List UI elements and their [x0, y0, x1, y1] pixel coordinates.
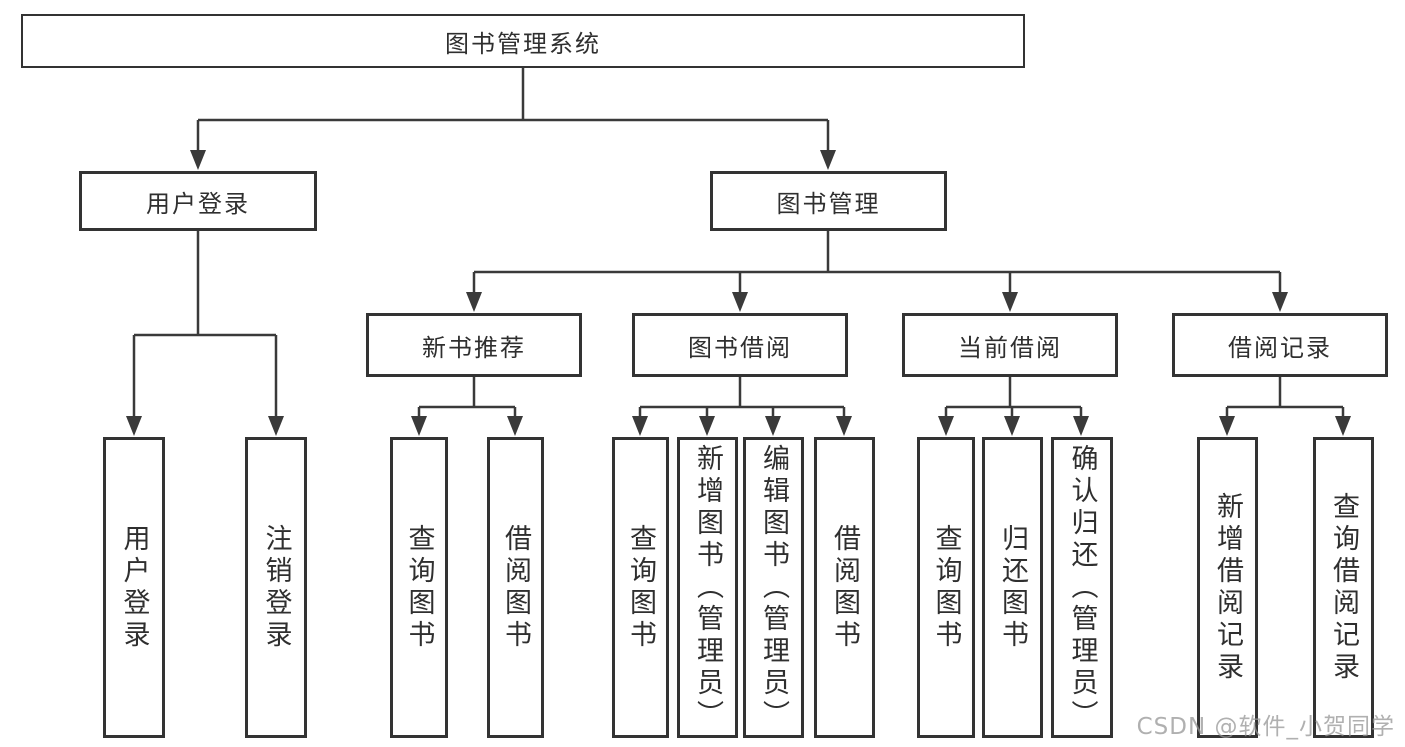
leaf-borrow-books: 借阅图书: [814, 437, 875, 738]
node-book-borrow: 图书借阅: [632, 313, 848, 377]
connector-new-book-recommend-to-leaves: [411, 377, 523, 436]
connector-user-login-to-leaves: [126, 230, 284, 436]
node-label: 图书借阅: [688, 333, 792, 362]
leaf-label: 查询借阅记录: [1328, 491, 1359, 684]
connector-book-management-to-level2: [466, 230, 1288, 312]
node-book-management: 图书管理: [710, 171, 947, 231]
csdn-watermark: CSDN @软件_小贺同学: [1136, 714, 1395, 740]
connector-current-borrow-to-leaves: [938, 377, 1089, 436]
leaf-borrow-books-recommend: 借阅图书: [487, 437, 544, 738]
leaf-label: 归还图书: [997, 523, 1028, 652]
leaf-label: 新增借阅记录: [1212, 491, 1243, 684]
leaf-confirm-return-admin: 确认归还（管理员）: [1051, 437, 1113, 738]
leaf-edit-book-admin: 编辑图书（管理员）: [743, 437, 804, 738]
leaf-label: 查询图书: [403, 523, 435, 652]
node-label: 用户登录: [146, 189, 250, 218]
leaf-label: 借阅图书: [829, 523, 860, 652]
node-user-login: 用户登录: [79, 171, 317, 231]
leaf-label: 注销登录: [260, 523, 292, 652]
leaf-query-books-borrow: 查询图书: [612, 437, 669, 738]
connector-root-to-level1: [190, 68, 836, 170]
node-borrow-records: 借阅记录: [1172, 313, 1388, 377]
leaf-add-borrow-record: 新增借阅记录: [1197, 437, 1258, 738]
leaf-query-borrow-record: 查询借阅记录: [1313, 437, 1374, 738]
leaf-user-login: 用户登录: [103, 437, 165, 738]
leaf-label: 确认归还（管理员）: [1066, 443, 1098, 732]
node-label: 新书推荐: [422, 333, 526, 362]
leaf-return-book: 归还图书: [982, 437, 1043, 738]
leaf-add-book-admin: 新增图书（管理员）: [677, 437, 738, 738]
leaf-query-books-current: 查询图书: [917, 437, 975, 738]
node-label: 图书管理: [776, 189, 881, 218]
connector-borrow-records-to-leaves: [1219, 377, 1351, 436]
node-label: 借阅记录: [1228, 333, 1332, 362]
leaf-label: 新增图书（管理员）: [692, 443, 723, 732]
node-library-management-system: 图书管理系统: [21, 14, 1025, 68]
leaf-label: 用户登录: [118, 523, 150, 652]
leaf-label: 查询图书: [930, 523, 962, 652]
leaf-label: 查询图书: [625, 523, 656, 652]
node-label: 当前借阅: [958, 333, 1062, 362]
node-current-borrow: 当前借阅: [902, 313, 1118, 377]
connector-book-borrow-to-leaves: [632, 377, 852, 436]
node-label: 图书管理系统: [445, 29, 601, 58]
leaf-label: 借阅图书: [500, 523, 531, 652]
node-new-book-recommend: 新书推荐: [366, 313, 582, 377]
leaf-label: 编辑图书（管理员）: [758, 443, 789, 732]
leaf-query-books-recommend: 查询图书: [390, 437, 448, 738]
leaf-logout: 注销登录: [245, 437, 307, 738]
